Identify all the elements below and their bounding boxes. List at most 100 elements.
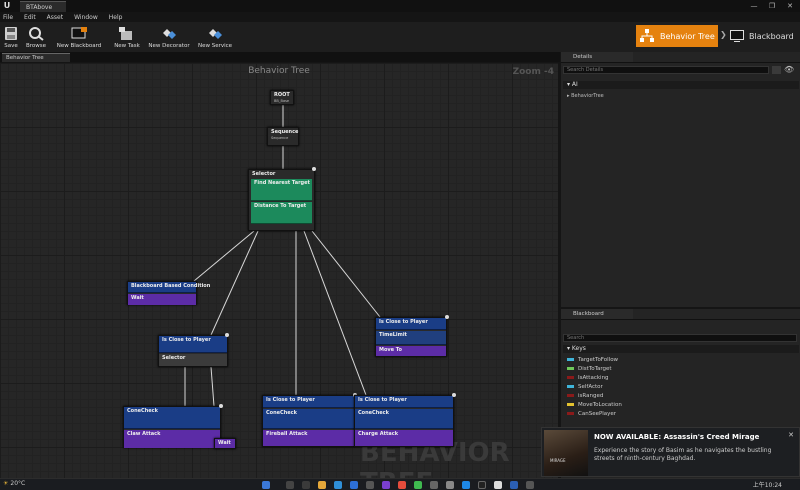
node-links: [184, 105, 381, 407]
key-is-ranged[interactable]: isRanged: [567, 391, 603, 400]
minimize-icon[interactable]: —: [750, 2, 758, 10]
behavior-tree-mode-button[interactable]: Behavior Tree: [636, 25, 718, 47]
property-matrix-icon[interactable]: [772, 66, 781, 74]
selector-node[interactable]: Selector Find Nearest Target Distance To…: [248, 167, 316, 231]
zoom-label: Zoom -4: [512, 67, 554, 77]
decorator-cone-check[interactable]: ConeCheck: [124, 407, 220, 429]
save-button[interactable]: Save: [3, 23, 19, 51]
store-icon[interactable]: [350, 481, 358, 489]
graph-tab-row: Behavior Tree: [0, 52, 560, 62]
menu-help[interactable]: Help: [108, 13, 123, 21]
menu-edit[interactable]: Edit: [24, 13, 36, 21]
search-icon[interactable]: [286, 481, 294, 489]
task-view-icon[interactable]: [302, 481, 310, 489]
details-panel: Details Search Details 👁 ▾ AI ▸ Behavior…: [561, 52, 800, 307]
new-service-icon: [209, 29, 222, 39]
new-task-button[interactable]: New Task: [112, 23, 142, 51]
tab-behavior-tree[interactable]: Behavior Tree: [2, 53, 70, 62]
new-blackboard-button[interactable]: New Blackboard: [57, 23, 101, 51]
move-to-node[interactable]: Is Close to Player TimeLimit Move To: [375, 315, 449, 357]
view-options-icon[interactable]: 👁: [784, 65, 795, 74]
key-self-actor[interactable]: SelfActor: [567, 382, 603, 391]
menu-asset[interactable]: Asset: [46, 13, 64, 21]
tab-blackboard[interactable]: Blackboard: [561, 309, 633, 319]
composite-selector[interactable]: Selector: [159, 354, 227, 366]
new-service-button[interactable]: New Service: [198, 23, 232, 51]
decorator-is-close-fireball[interactable]: Is Close to Player: [263, 396, 354, 408]
move-to-pin: [445, 315, 449, 319]
toolbar: Save Browse New Blackboard New Task New …: [0, 22, 800, 52]
taskbar-clock[interactable]: 上午10:24: [752, 482, 782, 489]
game-notification[interactable]: MIRAGE NOW AVAILABLE: Assassin's Creed M…: [541, 427, 800, 477]
service-distance-to-target[interactable]: Distance To Target: [251, 202, 312, 224]
root-node[interactable]: ROOT BB_Base: [270, 90, 294, 105]
decorator-is-close-charge[interactable]: Is Close to Player: [355, 396, 453, 408]
key-dist-to-target[interactable]: DistToTarget: [567, 364, 612, 373]
weather-widget[interactable]: ☀20°C: [3, 480, 26, 487]
file-explorer-icon[interactable]: [318, 481, 326, 489]
app-icon-3[interactable]: [398, 481, 406, 489]
details-behavior-tree-row[interactable]: ▸ BehaviorTree: [567, 93, 604, 99]
decorator-is-close-to-player-right[interactable]: Is Close to Player: [376, 318, 446, 330]
tab-details[interactable]: Details: [561, 52, 633, 62]
blackboard-search-input[interactable]: Search: [563, 334, 797, 342]
browse-button[interactable]: Browse: [25, 23, 47, 51]
task-wait-small[interactable]: Wait: [214, 438, 236, 449]
document-tab[interactable]: BTAbove: [20, 0, 67, 12]
task-claw-attack[interactable]: Claw Attack: [124, 430, 220, 448]
edge-icon[interactable]: [334, 481, 342, 489]
unreal-taskbar-icon[interactable]: [494, 481, 502, 489]
task-wait[interactable]: Wait: [128, 294, 196, 305]
task-move-to[interactable]: Move To: [376, 346, 446, 356]
key-target-to-follow[interactable]: TargetToFollow: [567, 355, 618, 364]
app-icon-1[interactable]: [366, 481, 374, 489]
link-selector-condition: [193, 230, 255, 282]
app-icon-4[interactable]: [414, 481, 422, 489]
details-category-ai[interactable]: ▾ AI: [563, 81, 799, 89]
notification-close-icon[interactable]: ✕: [788, 431, 794, 439]
menu-window[interactable]: Window: [74, 13, 98, 21]
taskbar: ☀20°C 上午10:24: [0, 478, 800, 490]
app-icon-10[interactable]: [526, 481, 534, 489]
behavior-tree-graph[interactable]: Behavior Tree Zoom -4 BEHAVIOR TREE ROOT…: [0, 63, 558, 490]
close-icon[interactable]: ✕: [787, 2, 793, 10]
game-art-label: MIRAGE: [550, 458, 566, 463]
maximize-icon[interactable]: ❐: [768, 2, 776, 10]
link-selector-close: [210, 230, 259, 336]
key-move-to-location[interactable]: MoveToLocation: [567, 400, 622, 409]
new-decorator-button[interactable]: New Decorator: [148, 23, 190, 51]
details-search-input[interactable]: Search Details: [563, 66, 769, 74]
close-selector-node[interactable]: Is Close to Player Selector: [158, 333, 229, 367]
app-icon-2[interactable]: [382, 481, 390, 489]
task-fireball-attack[interactable]: Fireball Attack: [263, 430, 354, 446]
app-icon-5[interactable]: [430, 481, 438, 489]
decorator-time-limit[interactable]: TimeLimit: [376, 331, 446, 345]
decorator-is-close-to-player[interactable]: Is Close to Player: [159, 336, 227, 353]
new-task-icon: [119, 27, 132, 40]
sequence-node[interactable]: Sequence Sequence: [267, 127, 299, 146]
new-decorator-icon: [163, 29, 176, 39]
menu-file[interactable]: File: [3, 13, 14, 21]
fireball-attack-node[interactable]: Is Close to Player ConeCheck Fireball At…: [262, 393, 357, 447]
blackboard-mode-button[interactable]: Blackboard: [730, 25, 800, 47]
service-find-nearest-target[interactable]: Find Nearest Target: [251, 179, 312, 201]
app-icon-6[interactable]: [446, 481, 454, 489]
decorator-cone-check-fireball[interactable]: ConeCheck: [263, 409, 354, 429]
close-selector-pin: [225, 333, 229, 337]
task-charge-attack[interactable]: Charge Attack: [355, 430, 453, 446]
charge-attack-node[interactable]: Is Close to Player ConeCheck Charge Atta…: [354, 393, 456, 447]
selector-pin: [312, 167, 316, 171]
link-selector-moveto: [311, 230, 381, 318]
decorator-blackboard-condition[interactable]: Blackboard Based Condition: [128, 282, 210, 293]
keys-header[interactable]: ▾ Keys: [563, 345, 799, 353]
app-icon-9[interactable]: [510, 481, 518, 489]
app-icon-8[interactable]: [478, 481, 486, 489]
key-can-see-player[interactable]: CanSeePlayer: [567, 409, 616, 418]
decorator-cone-check-charge[interactable]: ConeCheck: [355, 409, 453, 429]
app-icon-7[interactable]: [462, 481, 470, 489]
key-is-attacking[interactable]: IsAttacking: [567, 373, 609, 382]
start-icon[interactable]: [262, 481, 270, 489]
menu-bar: File Edit Asset Window Help: [0, 12, 800, 22]
condition-wait-node[interactable]: Blackboard Based Condition Wait: [127, 281, 210, 305]
claw-attack-node[interactable]: ConeCheck Claw Attack: [123, 404, 223, 448]
